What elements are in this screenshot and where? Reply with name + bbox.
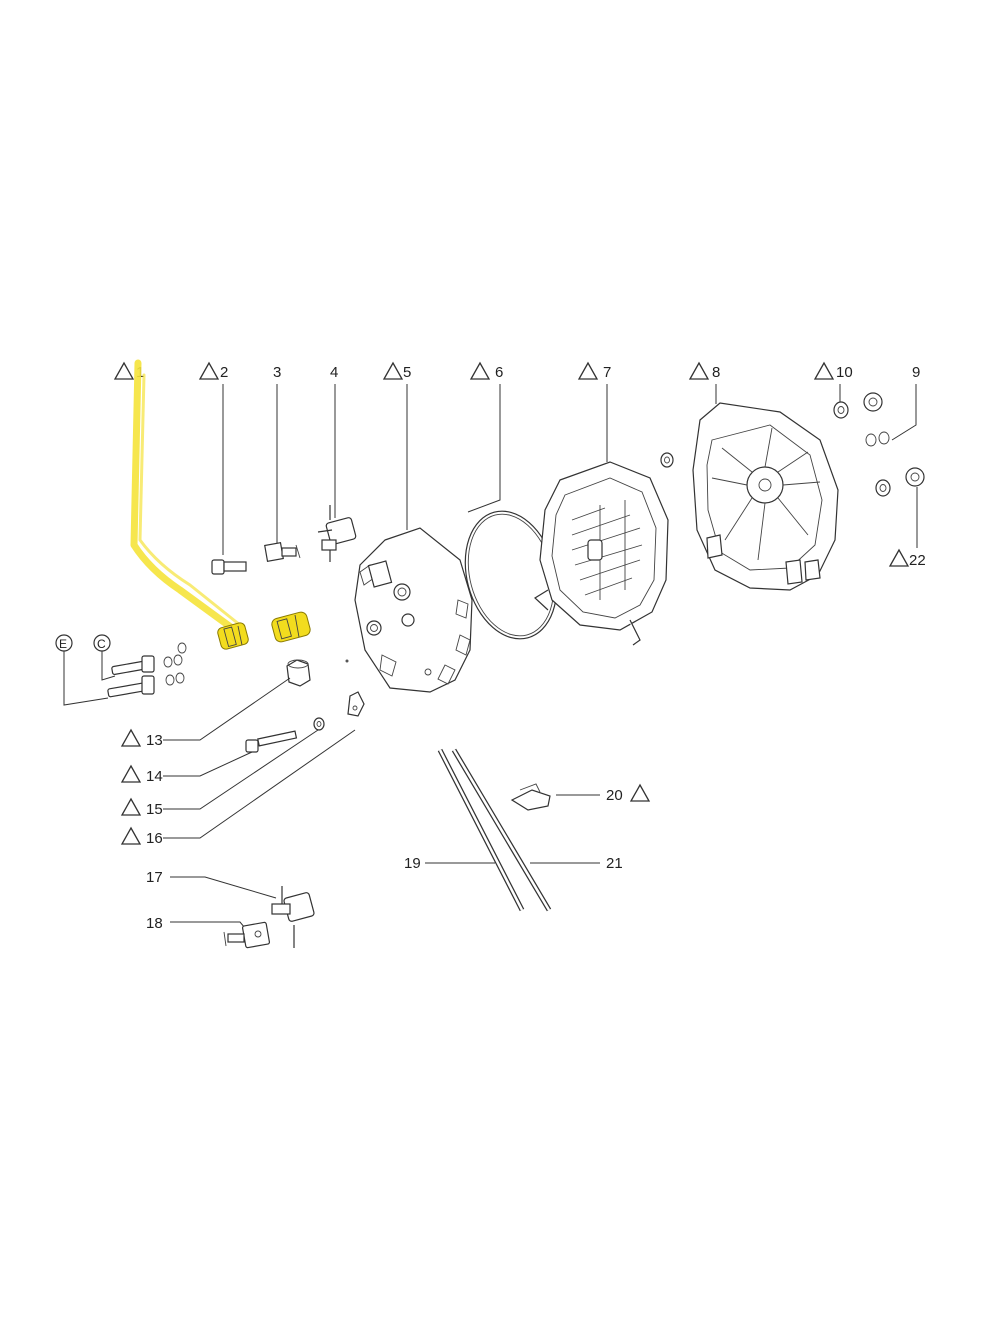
warning-triangle-icon (113, 361, 135, 380)
label-15-group: 15 (120, 797, 163, 818)
warning-triangle-icon (198, 361, 220, 380)
nut-part-22 (905, 467, 925, 487)
leader-line-13 (163, 677, 291, 741)
part-label-17: 17 (146, 869, 163, 886)
washer-lower (875, 479, 891, 497)
part-label-3: 3 (273, 364, 281, 381)
label-16-group: 16 (120, 826, 163, 847)
warning-triangle-icon (120, 764, 142, 783)
cover-part-8 (692, 402, 839, 591)
label-6-group: 6 (469, 361, 503, 381)
orings-part-9 (865, 431, 890, 447)
part-label-c: C (97, 637, 106, 651)
label-20-group: 20 (606, 783, 651, 804)
part-label-19: 19 (404, 855, 421, 872)
exchanger-plate-part-7 (534, 461, 669, 646)
warning-triangle-icon (888, 548, 910, 567)
cap-part-13 (286, 659, 311, 687)
leader-line-15 (163, 729, 319, 810)
rod-part-21 (451, 748, 552, 912)
part-label-15: 15 (146, 801, 163, 818)
leader-line-14 (163, 751, 253, 777)
leader-line-16 (163, 729, 356, 839)
connector-part-4 (317, 505, 357, 562)
warning-triangle-icon (813, 361, 835, 380)
label-22-group: 22 (888, 548, 926, 569)
warning-triangle-icon (382, 361, 404, 380)
washer-part-10 (833, 401, 849, 419)
sensor-c (111, 655, 155, 676)
highlighted-fitting-left (217, 622, 249, 650)
highlighted-pipe (130, 359, 236, 632)
warning-triangle-icon (688, 361, 710, 380)
part-label-14: 14 (146, 768, 163, 785)
warning-triangle-icon (120, 728, 142, 747)
leader-line-c (101, 651, 116, 681)
connector-part-17 (271, 886, 315, 948)
clip-part-3 (264, 542, 301, 562)
dot-mark (345, 659, 349, 663)
label-14-group: 14 (120, 764, 163, 785)
label-13-group: 13 (120, 728, 163, 749)
washer-icon (660, 452, 674, 468)
leader-line-e (63, 651, 109, 706)
part-label-8: 8 (712, 364, 720, 381)
part-label-21: 21 (606, 855, 623, 872)
rod-part-19 (437, 748, 525, 912)
leader-line-18 (170, 921, 246, 929)
part-label-4: 4 (330, 364, 338, 381)
part-label-13: 13 (146, 732, 163, 749)
label-8-group: 8 (688, 361, 720, 381)
warning-triangle-icon (629, 783, 651, 802)
highlighted-fitting-right (271, 611, 311, 643)
part-label-16: 16 (146, 830, 163, 847)
part-label-e: E (59, 637, 67, 651)
bracket-part-16 (347, 691, 365, 717)
nut-part-9-upper (863, 392, 883, 412)
leader-line-6 (467, 384, 501, 513)
cover-plate-part-5 (354, 527, 473, 693)
label-10-group: 10 (813, 361, 853, 381)
warning-triangle-icon (120, 826, 142, 845)
part-label-2: 2 (220, 364, 228, 381)
part-label-6: 6 (495, 364, 503, 381)
sensor-washers (163, 642, 187, 686)
label-c-group: C (93, 634, 111, 652)
washer-part-15 (313, 717, 325, 731)
sensor-e (107, 675, 155, 698)
part-label-18: 18 (146, 915, 163, 932)
bolt-part-14 (245, 730, 298, 753)
washer-hole (664, 456, 670, 464)
warning-triangle-icon (120, 797, 142, 816)
label-e-group: E (55, 634, 73, 652)
part-label-22: 22 (909, 552, 926, 569)
part-label-9: 9 (912, 364, 920, 381)
highlighted-pipe-edge (138, 373, 242, 627)
label-7-group: 7 (577, 361, 611, 381)
part-label-7: 7 (603, 364, 611, 381)
bolt-part-2 (211, 559, 247, 575)
label-5-group: 5 (382, 361, 411, 381)
label-2-group: 2 (198, 361, 228, 381)
part-label-20: 20 (606, 787, 623, 804)
part-label-10: 10 (836, 364, 853, 381)
clip-part-20 (510, 783, 551, 811)
leader-line-9 (891, 384, 917, 441)
warning-triangle-icon (577, 361, 599, 380)
leader-line-17 (170, 876, 277, 899)
warning-triangle-icon (469, 361, 491, 380)
clip-part-18 (223, 921, 271, 949)
part-label-5: 5 (403, 364, 411, 381)
